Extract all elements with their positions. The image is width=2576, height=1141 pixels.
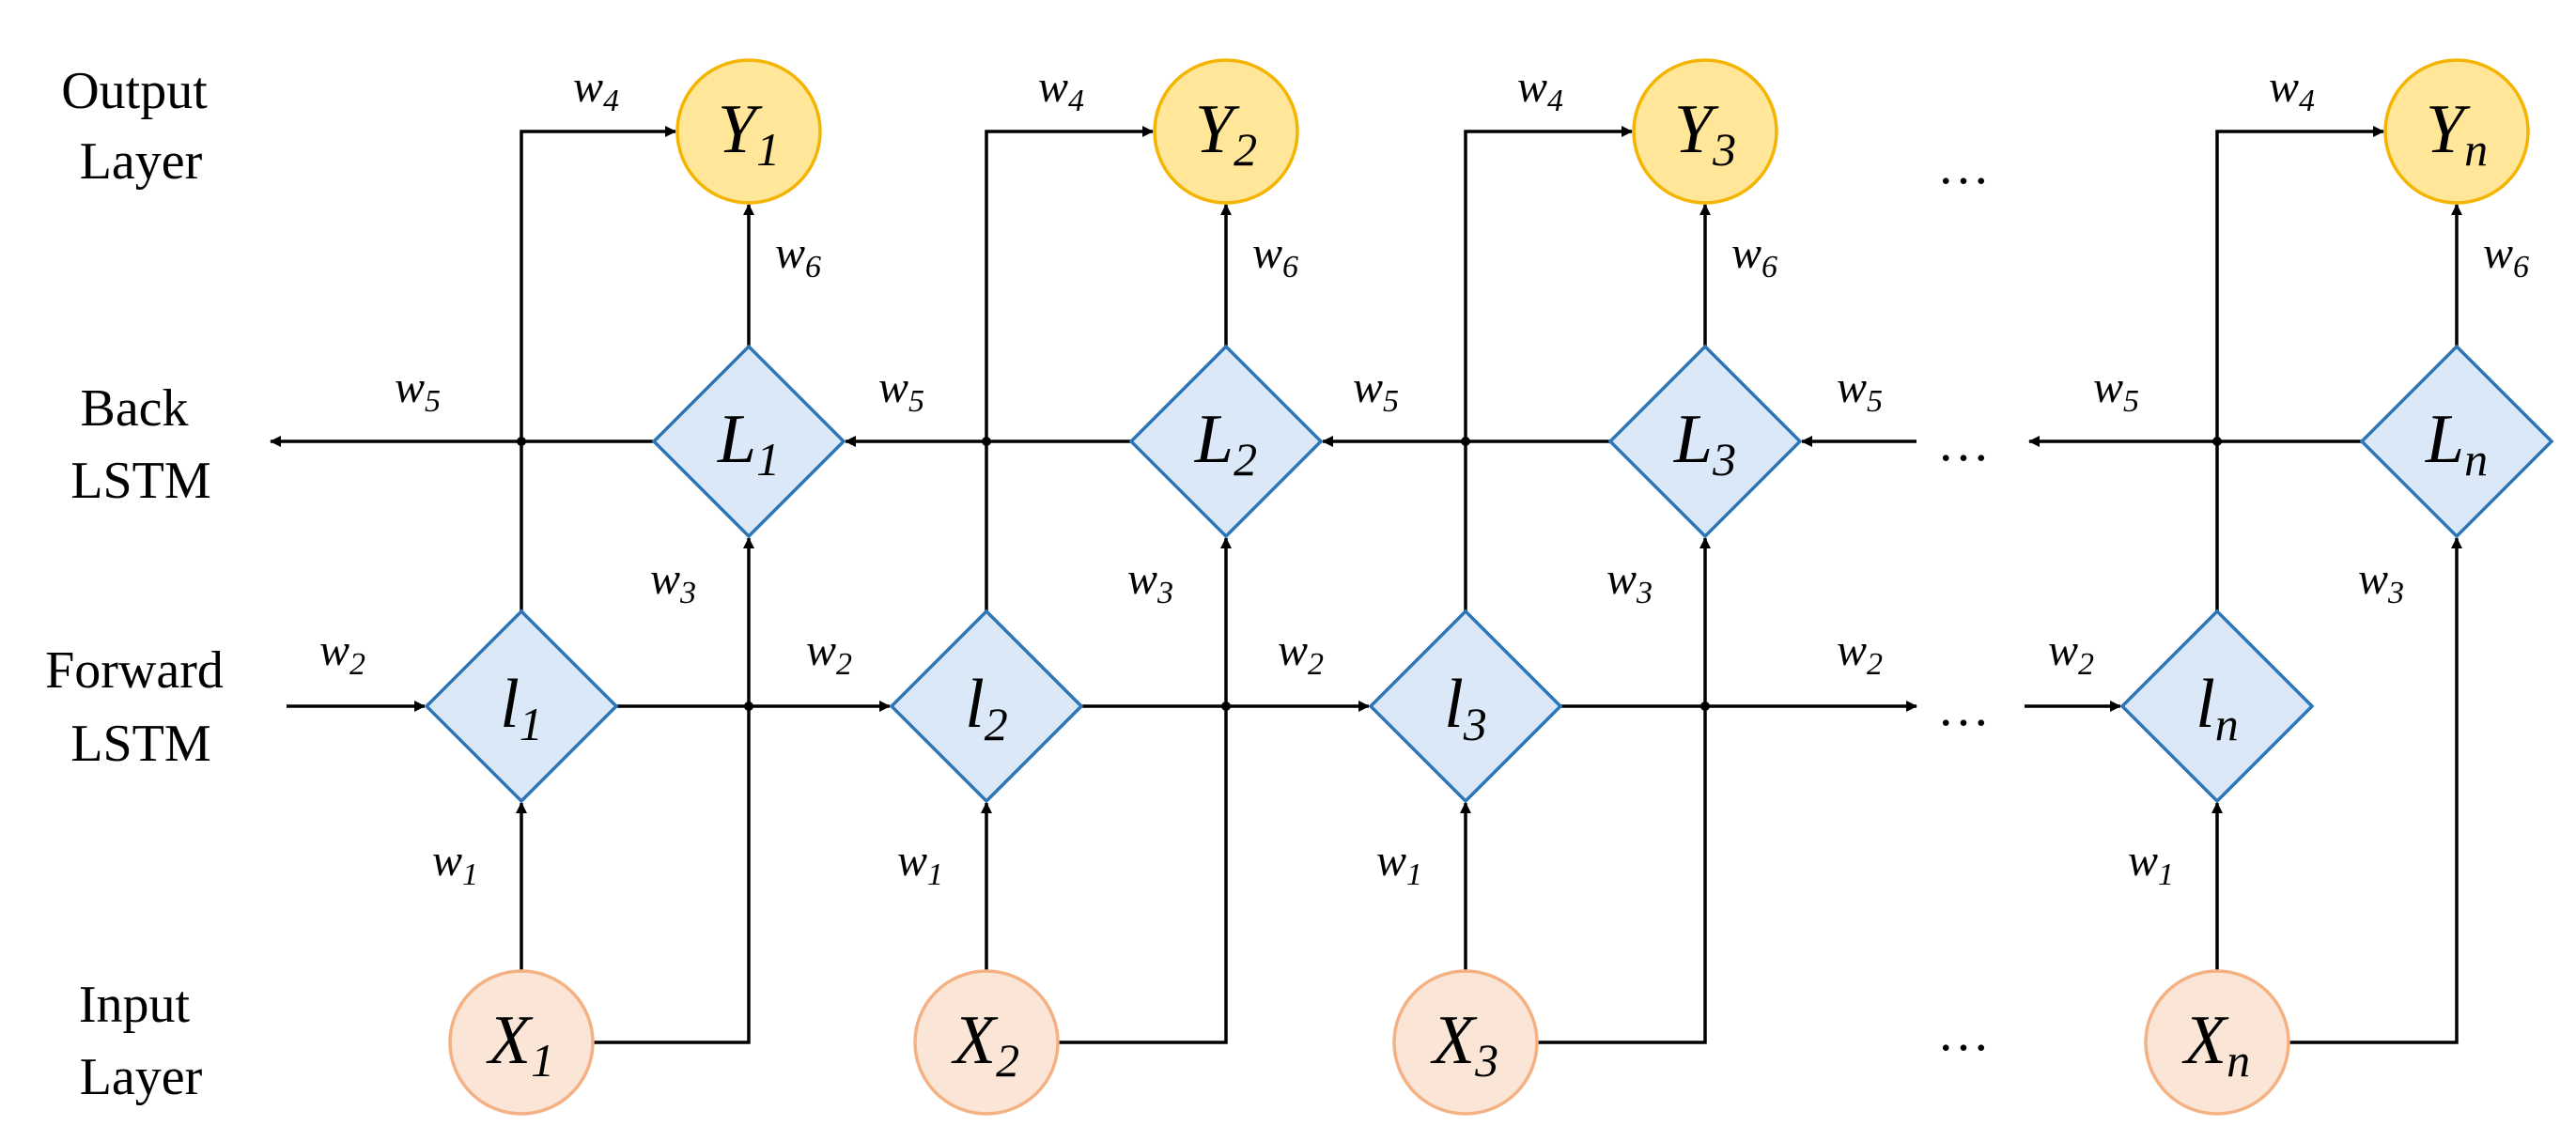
forward-lstm-node-label-n: ln bbox=[2196, 666, 2239, 750]
edge-w3-n bbox=[2289, 537, 2462, 1044]
edge-w4-1 bbox=[520, 126, 676, 611]
weight-label-w6: w6 bbox=[1731, 228, 1777, 285]
weight-label-w5: w5 bbox=[2093, 362, 2139, 419]
back-lstm-node-label-2: L2 bbox=[1194, 401, 1257, 486]
back-lstm-node-label-3: L3 bbox=[1673, 401, 1736, 486]
weight-label-w2: w2 bbox=[806, 625, 852, 682]
weight-label-w2: w2 bbox=[1837, 625, 1883, 682]
edge-w3-3 bbox=[1537, 537, 1711, 1044]
weight-label-w5: w5 bbox=[1353, 362, 1399, 419]
back-lstm-node-2 bbox=[1128, 344, 1324, 539]
weight-label-w2: w2 bbox=[319, 625, 365, 682]
ellipses: … … … … bbox=[1937, 137, 1990, 1062]
output-node-2 bbox=[1153, 58, 1299, 205]
weight-label-w1: w1 bbox=[2128, 836, 2174, 892]
forward-lstm-node-label-1: l1 bbox=[500, 666, 543, 750]
weight-label-w6: w6 bbox=[1252, 228, 1298, 285]
back-lstm-label: Back LSTM bbox=[70, 379, 210, 510]
weight-label-w2: w2 bbox=[1278, 625, 1324, 682]
output-node-label-n: Yn bbox=[2426, 91, 2488, 176]
edge-w4-2 bbox=[985, 126, 1154, 611]
output-layer-label-l1: Output bbox=[61, 62, 208, 120]
input-node-n bbox=[2144, 969, 2290, 1116]
input-node-1 bbox=[448, 969, 595, 1116]
forward-lstm-node-3 bbox=[1368, 609, 1563, 804]
weight-label-w3: w3 bbox=[1606, 554, 1653, 610]
weight-label-w4: w4 bbox=[573, 62, 619, 118]
output-layer-label-l2: Layer bbox=[80, 132, 203, 191]
weight-label-w5: w5 bbox=[395, 362, 441, 419]
input-node-label-1: X1 bbox=[486, 1002, 554, 1087]
back-lstm-node-1 bbox=[651, 344, 846, 539]
output-node-1 bbox=[675, 58, 822, 205]
edge-w4-n bbox=[2215, 126, 2384, 611]
weight-label-w5: w5 bbox=[878, 362, 924, 419]
edge-w4-3 bbox=[1464, 126, 1633, 611]
weight-label-w6: w6 bbox=[2483, 228, 2529, 285]
output-node-3 bbox=[1632, 58, 1778, 205]
ellipsis-3: … bbox=[1937, 679, 1990, 737]
weight-label-w4: w4 bbox=[2269, 62, 2315, 118]
input-node-label-2: X2 bbox=[951, 1002, 1019, 1087]
weight-label-w5: w5 bbox=[1837, 362, 1883, 419]
weight-label-w4: w4 bbox=[1517, 62, 1563, 118]
back-lstm-node-3 bbox=[1607, 344, 1803, 539]
weight-label-w1: w1 bbox=[432, 836, 478, 892]
weight-label-w3: w3 bbox=[650, 554, 696, 610]
output-node-label-3: Y3 bbox=[1674, 91, 1736, 176]
input-node-3 bbox=[1392, 969, 1539, 1116]
output-layer-label: Output Layer bbox=[61, 62, 221, 191]
output-node-n bbox=[2383, 58, 2530, 205]
input-layer-label: Input Layer bbox=[79, 976, 203, 1106]
output-node-label-2: Y2 bbox=[1195, 91, 1257, 176]
ellipsis-4: … bbox=[1937, 1004, 1990, 1062]
output-node-label-1: Y1 bbox=[718, 91, 780, 176]
weight-labels: w4 w6 w3 w1 w4 w6 w3 w1 w4 w6 w3 w1 w4 w6 w3 w1 w2 w2 w2 w2… bbox=[319, 62, 2529, 892]
weight-label-w1: w1 bbox=[897, 836, 943, 892]
ellipsis-2: … bbox=[1937, 414, 1990, 472]
forward-lstm-node-label-3: l3 bbox=[1444, 666, 1487, 750]
weight-label-w4: w4 bbox=[1038, 62, 1084, 118]
ellipsis-1: … bbox=[1937, 137, 1990, 195]
forward-lstm-node-1 bbox=[424, 609, 619, 804]
back-lstm-node-label-1: L1 bbox=[717, 401, 780, 486]
forward-lstm-node-label-2: l2 bbox=[965, 666, 1008, 750]
forward-lstm-node-n bbox=[2119, 609, 2315, 804]
forward-lstm-node-2 bbox=[889, 609, 1084, 804]
weight-label-w3: w3 bbox=[1127, 554, 1173, 610]
back-lstm-node-n bbox=[2359, 344, 2554, 539]
back-lstm-node-label-n: Ln bbox=[2425, 401, 2488, 486]
forward-lstm-label: Forward LSTM bbox=[45, 641, 237, 773]
edge-w3-1 bbox=[593, 537, 754, 1044]
input-node-2 bbox=[913, 969, 1060, 1116]
weight-label-w6: w6 bbox=[775, 228, 821, 285]
input-node-label-n: Xn bbox=[2181, 1002, 2250, 1087]
weight-label-w3: w3 bbox=[2358, 554, 2404, 610]
weight-label-w1: w1 bbox=[1376, 836, 1422, 892]
edges bbox=[270, 126, 2462, 1044]
weight-label-w2: w2 bbox=[2048, 625, 2094, 682]
edge-w3-2 bbox=[1058, 537, 1232, 1044]
input-node-label-3: X3 bbox=[1430, 1002, 1498, 1087]
